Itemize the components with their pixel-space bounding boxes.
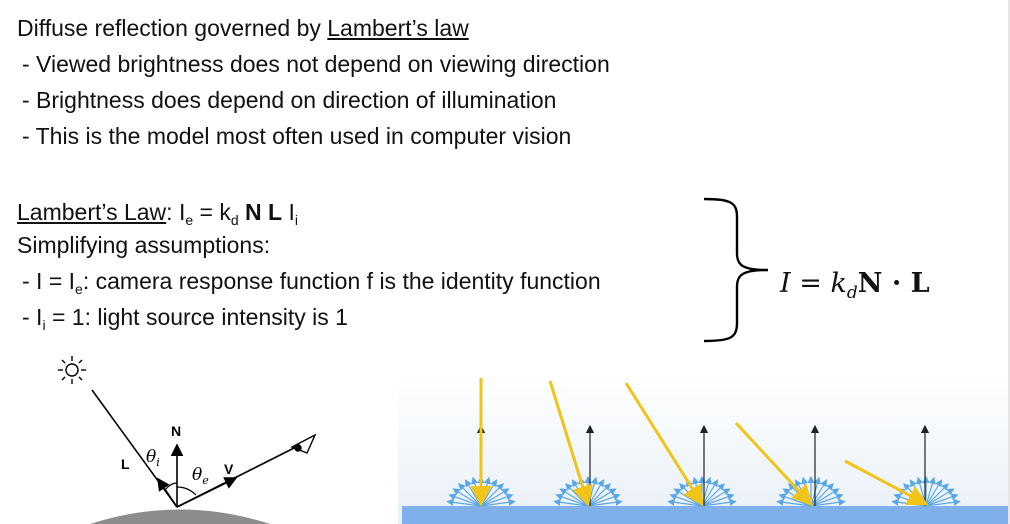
a2-rest: = 1: light source intensity is 1 bbox=[45, 304, 348, 330]
incident-ray bbox=[548, 380, 593, 507]
scatter-arrow bbox=[810, 498, 846, 507]
bullet-illumination: - Brightness does depend on direction of… bbox=[22, 87, 557, 113]
law-Ii: I bbox=[282, 199, 295, 225]
scatter-arrow bbox=[701, 483, 725, 507]
reflecting-surface bbox=[402, 506, 1008, 524]
law-sub-e: e bbox=[185, 212, 194, 228]
scatter-arrow bbox=[810, 493, 844, 507]
incident-ray bbox=[734, 421, 814, 507]
intro-line: Diffuse reflection governed by Lambert’s… bbox=[17, 14, 469, 42]
lambert-law-link: Lambert’s law bbox=[327, 15, 469, 41]
bullet-viewing: - Viewed brightness does not depend on v… bbox=[22, 51, 610, 77]
surface-shape bbox=[90, 509, 270, 524]
assumption-camera: - I = Ie: camera response function f is … bbox=[22, 267, 601, 297]
scatter-arrow bbox=[925, 483, 949, 507]
formula-k: k bbox=[830, 268, 847, 299]
scatter-arrow bbox=[925, 488, 955, 507]
scatter-arrow bbox=[701, 488, 731, 507]
scatter-arrow bbox=[587, 493, 621, 507]
theta-i-label: θi bbox=[146, 447, 160, 469]
assumptions-title: Simplifying assumptions: bbox=[17, 232, 271, 258]
curly-brace-icon bbox=[703, 197, 769, 343]
slide-edge bbox=[1008, 0, 1010, 524]
scatter-groups bbox=[446, 378, 961, 507]
incident-ray bbox=[624, 382, 704, 507]
scatter-arrow bbox=[701, 498, 737, 507]
formula-NL: N · L bbox=[857, 268, 930, 299]
a2-sub: i bbox=[42, 317, 46, 333]
view-arrow bbox=[176, 477, 238, 508]
scatter-arrow bbox=[701, 493, 735, 507]
theta-e-arc bbox=[176, 486, 197, 496]
view-label: V bbox=[224, 461, 234, 477]
law-N: N bbox=[238, 199, 262, 225]
law-L: L bbox=[261, 199, 283, 225]
normal-label: N bbox=[171, 423, 181, 439]
formula-I: I bbox=[780, 268, 791, 299]
a1-sub: e bbox=[75, 281, 83, 297]
scatter-arrow bbox=[810, 479, 828, 507]
scatter-arrow bbox=[925, 493, 959, 507]
diffuse-scatter-illustration bbox=[398, 373, 1008, 524]
a1-rest: : camera response function f is the iden… bbox=[82, 268, 601, 294]
reflection-geometry-diagram: N L V θi θe bbox=[58, 356, 317, 524]
theta-i-arc bbox=[165, 482, 178, 490]
law-I: I bbox=[178, 199, 186, 225]
incident-ray bbox=[844, 459, 929, 506]
scatter-arrow bbox=[587, 498, 623, 507]
law-sub-d: d bbox=[230, 212, 239, 228]
lambert-law-equation: Lambert’s Law: Ie = kd N L Ii bbox=[17, 198, 298, 228]
light-label: L bbox=[121, 456, 130, 472]
law-sub-i: i bbox=[294, 212, 298, 228]
a1-prefix: - I = I bbox=[22, 268, 76, 294]
simplified-formula: I = kdN · L bbox=[780, 268, 930, 302]
law-label: Lambert’s Law bbox=[17, 199, 167, 225]
theta-e-label: θe bbox=[192, 465, 209, 487]
law-colon: : bbox=[166, 199, 179, 225]
scatter-arrow bbox=[925, 498, 961, 507]
formula-sub-d: d bbox=[846, 283, 858, 303]
assumption-light: - Ii = 1: light source intensity is 1 bbox=[22, 303, 348, 333]
law-eq: = k bbox=[193, 199, 231, 225]
bullet-computer-vision: - This is the model most often used in c… bbox=[22, 123, 572, 149]
formula-eq: = bbox=[790, 268, 831, 299]
sun-icon bbox=[58, 356, 86, 384]
eye-icon bbox=[290, 433, 317, 454]
light-arrow bbox=[157, 477, 178, 508]
a2-prefix: - I bbox=[22, 304, 43, 330]
intro-text: Diffuse reflection governed by bbox=[17, 15, 328, 41]
